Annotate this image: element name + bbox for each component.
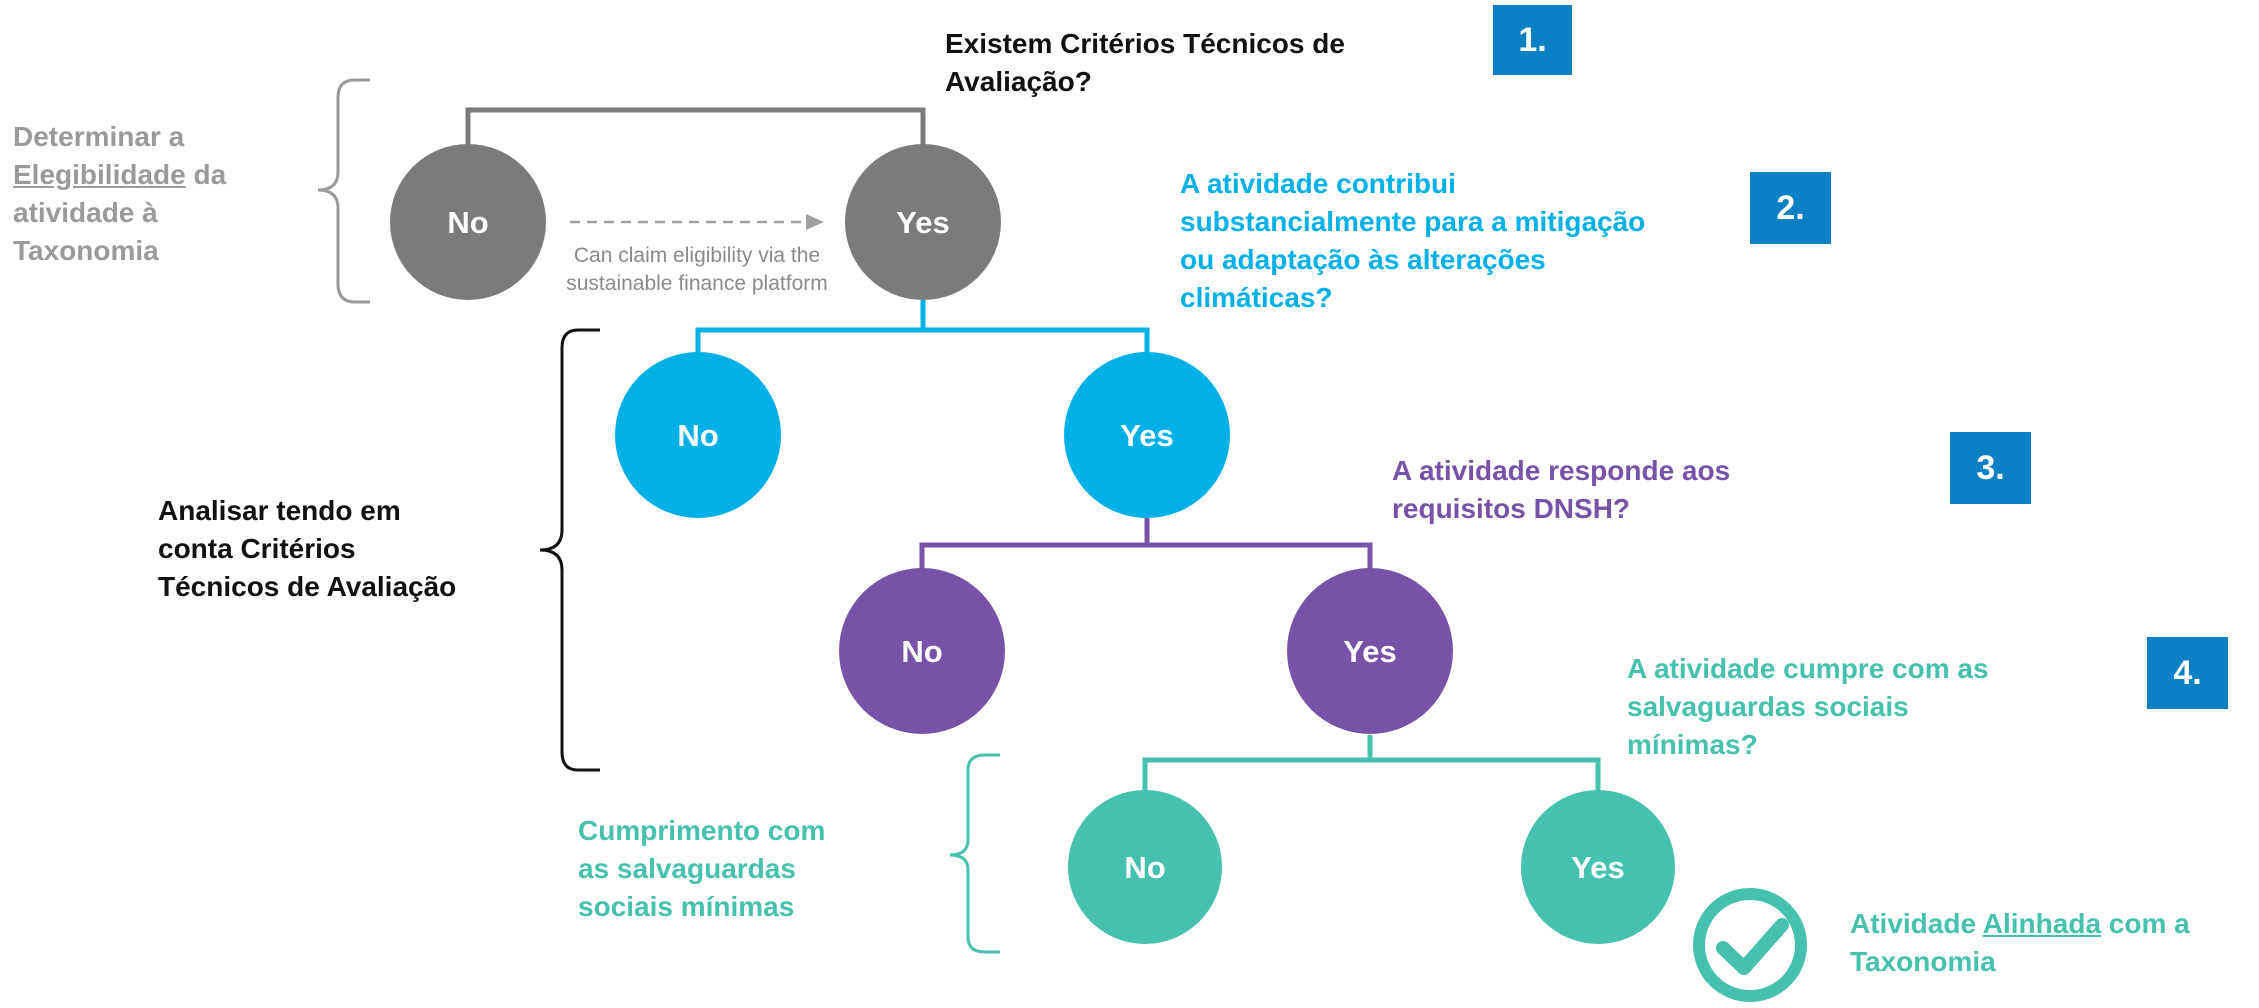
question-2-line3: ou adaptação às alterações	[1180, 244, 1546, 275]
node-l4-no: No	[1068, 790, 1222, 944]
question-2-line4: climáticas?	[1180, 282, 1333, 313]
node-label: No	[447, 205, 488, 240]
safeguards-bracket	[949, 753, 1000, 954]
criteria-bracket	[539, 328, 600, 772]
node-l2-no: No	[615, 352, 781, 518]
node-l3-yes: Yes	[1287, 568, 1453, 734]
eligibility-label-line2-rest: da	[185, 159, 227, 190]
node-label: Yes	[1120, 418, 1173, 453]
question-1: Existem Critérios Técnicos de Avaliação?	[945, 25, 1345, 101]
step-badge-4: 4.	[2147, 637, 2228, 709]
safeguards-label-line2: as salvaguardas	[578, 853, 796, 884]
question-4-line3: mínimas?	[1627, 729, 1758, 760]
eligibility-keyword: Elegibilidade	[13, 159, 186, 190]
result-line2: Taxonomia	[1850, 946, 1996, 977]
node-l1-no: No	[390, 144, 546, 300]
connector-level-3	[919, 518, 1373, 585]
connector-level-2	[695, 300, 1150, 370]
safeguards-label-line3: sociais mínimas	[578, 891, 795, 922]
node-l4-yes: Yes	[1521, 790, 1675, 944]
node-l1-yes: Yes	[845, 144, 1001, 300]
eligibility-bracket	[317, 78, 370, 304]
connectors	[465, 107, 1601, 802]
node-label: Yes	[1343, 634, 1396, 669]
node-label: No	[1124, 850, 1165, 885]
node-l2-yes: Yes	[1064, 352, 1230, 518]
result-keyword: Alinhada	[1982, 908, 2102, 939]
node-label: No	[677, 418, 718, 453]
question-3-line2: requisitos DNSH?	[1392, 493, 1631, 524]
criteria-label-line3: Técnicos de Avaliação	[158, 571, 457, 602]
eligibility-label: Determinar a Elegibilidade da atividade …	[13, 118, 226, 270]
eligibility-label-line1: Determinar a	[13, 121, 185, 152]
result-prefix: Atividade	[1850, 908, 1983, 939]
question-1-line2: Avaliação?	[945, 66, 1092, 97]
brackets	[317, 78, 1000, 954]
question-2-line2: substancialmente para a mitigação	[1180, 206, 1646, 237]
safeguards-label: Cumprimento com as salvaguardas sociais …	[578, 812, 825, 926]
step-badge-1: 1.	[1493, 5, 1572, 75]
check-circle-icon	[1693, 888, 1807, 1002]
result-suffix: com a	[2101, 908, 2190, 939]
question-3: A atividade responde aos requisitos DNSH…	[1392, 452, 1730, 528]
question-2-line1: A atividade contribui	[1180, 168, 1456, 199]
node-label: Yes	[1571, 850, 1624, 885]
criteria-label-line1: Analisar tendo em	[158, 495, 401, 526]
question-4-line1: A atividade cumpre com as	[1627, 653, 1989, 684]
safeguards-label-line1: Cumprimento com	[578, 815, 826, 846]
connector-level-1	[465, 107, 926, 148]
step-badge-2: 2.	[1750, 172, 1831, 244]
question-1-line1: Existem Critérios Técnicos de	[945, 28, 1345, 59]
node-label: No	[901, 634, 942, 669]
criteria-label: Analisar tendo em conta Critérios Técnic…	[158, 492, 456, 606]
criteria-label-line2: conta Critérios	[158, 533, 356, 564]
question-4-line2: salvaguardas sociais	[1627, 691, 1909, 722]
question-3-line1: A atividade responde aos	[1392, 455, 1731, 486]
node-l3-no: No	[839, 568, 1005, 734]
connector-level-4	[1142, 735, 1601, 802]
eligibility-label-line3: atividade à	[13, 197, 158, 228]
question-2: A atividade contribui substancialmente p…	[1180, 165, 1645, 317]
eligibility-note-line2: sustainable finance platform	[566, 272, 828, 295]
question-4: A atividade cumpre com as salvaguardas s…	[1627, 650, 1989, 764]
eligibility-note-line1: Can claim eligibility via the	[574, 244, 820, 267]
result-label: Atividade Alinhada com a Taxonomia	[1850, 905, 2190, 981]
arrow-head-icon	[806, 214, 824, 230]
eligibility-label-line4: Taxonomia	[13, 235, 159, 266]
node-label: Yes	[896, 205, 949, 240]
step-badge-3: 3.	[1950, 432, 2031, 504]
